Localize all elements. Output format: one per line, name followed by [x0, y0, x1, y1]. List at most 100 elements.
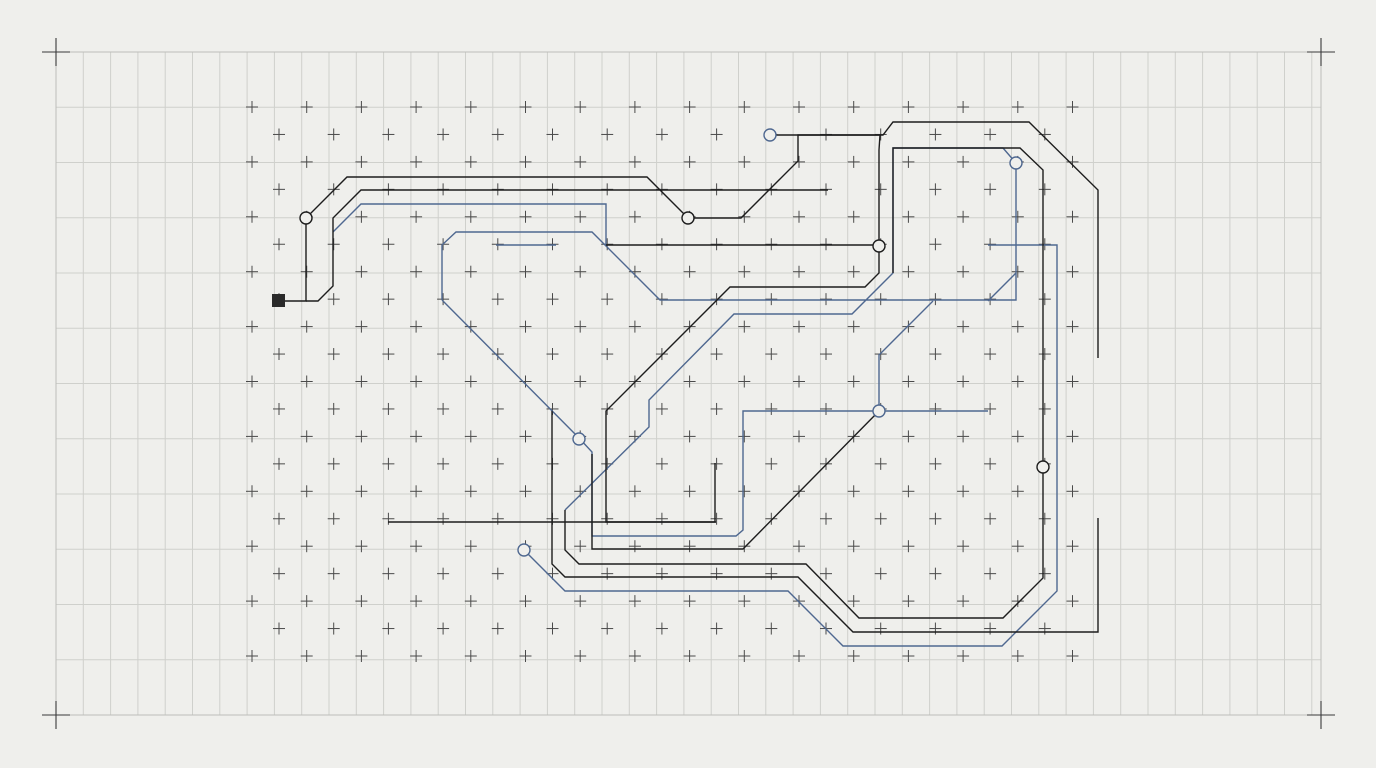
- plus-marker: [246, 101, 258, 113]
- plus-marker: [273, 128, 285, 141]
- plus-marker: [710, 622, 723, 635]
- via-node-icon: [872, 404, 886, 418]
- plus-marker: [957, 210, 970, 223]
- plus-marker: [847, 320, 860, 333]
- plus-marker: [300, 320, 313, 333]
- plus-marker: [984, 512, 997, 525]
- plus-marker: [929, 348, 942, 361]
- plus-marker: [957, 595, 970, 608]
- plus-marker: [300, 101, 313, 113]
- plus-marker: [464, 595, 477, 608]
- plus-marker: [655, 622, 668, 635]
- plus-marker: [765, 512, 778, 525]
- plus-marker: [464, 540, 477, 553]
- plus-marker: [437, 402, 450, 415]
- plus-marker: [628, 320, 641, 333]
- plus-marker: [437, 348, 450, 361]
- plus-marker: [1038, 567, 1051, 580]
- plus-marker: [957, 320, 970, 333]
- plus-marker: [1011, 265, 1024, 278]
- plus-marker: [1066, 430, 1079, 443]
- plus-marker: [382, 402, 395, 415]
- plus-marker: [382, 622, 395, 635]
- plus-marker: [519, 375, 532, 388]
- corner-mark: [42, 38, 70, 66]
- plus-marker: [710, 402, 723, 415]
- via-node-icon: [299, 211, 313, 225]
- plus-marker: [1011, 210, 1024, 223]
- plus-marker: [1038, 293, 1051, 306]
- plus-marker: [327, 512, 340, 525]
- plus-marker: [1011, 540, 1024, 553]
- plus-marker: [984, 457, 997, 470]
- plus-marker: [847, 265, 860, 278]
- plus-marker: [300, 595, 313, 608]
- black-traces: [285, 121, 1099, 633]
- plus-marker: [1066, 595, 1079, 608]
- plus-marker: [655, 512, 668, 525]
- corner-mark: [1307, 701, 1335, 729]
- plus-marker: [382, 512, 395, 525]
- plus-marker: [929, 402, 942, 415]
- plus-marker: [574, 650, 587, 662]
- plus-marker: [519, 485, 532, 498]
- plus-marker: [957, 540, 970, 553]
- plus-marker: [929, 293, 942, 306]
- plus-marker: [491, 293, 504, 306]
- plus-marker: [382, 567, 395, 580]
- plus-marker: [246, 595, 258, 608]
- plus-marker: [574, 375, 587, 388]
- plus-marker: [793, 375, 805, 388]
- plus-marker: [464, 485, 477, 498]
- plus-marker: [1011, 320, 1024, 333]
- plus-marker: [246, 155, 258, 168]
- plus-marker: [957, 650, 970, 662]
- plus-marker: [273, 402, 285, 415]
- plus-marker: [574, 155, 587, 168]
- plus-marker: [491, 512, 504, 525]
- plus-marker: [437, 457, 450, 470]
- plus-marker: [464, 650, 477, 662]
- plus-marker: [519, 430, 532, 443]
- plus-marker: [410, 595, 423, 608]
- plus-marker: [929, 183, 942, 196]
- plus-marker: [929, 238, 942, 251]
- plus-marker: [1066, 101, 1079, 113]
- plus-marker: [273, 567, 285, 580]
- via-nodes: [299, 128, 1050, 557]
- plus-marker: [655, 238, 668, 251]
- plus-marker: [410, 320, 423, 333]
- plus-marker: [437, 293, 450, 306]
- plus-marker: [574, 540, 587, 553]
- plus-marker: [601, 238, 614, 251]
- plus-marker: [738, 595, 751, 608]
- plus-marker: [519, 320, 532, 333]
- plus-marker: [327, 567, 340, 580]
- plus-marker: [765, 457, 778, 470]
- plus-marker: [382, 238, 395, 251]
- plus-marker: [628, 485, 641, 498]
- plus-marker: [327, 622, 340, 635]
- plus-marker: [1038, 238, 1051, 251]
- plus-marker: [300, 540, 313, 553]
- plus-marker: [464, 430, 477, 443]
- plus-marker: [683, 650, 696, 662]
- plus-marker: [929, 567, 942, 580]
- plus-marker: [738, 265, 751, 278]
- blue-trace: [987, 272, 1017, 302]
- corner-registration-marks: [42, 38, 1335, 729]
- plus-marker: [355, 320, 368, 333]
- plus-marker: [765, 293, 778, 306]
- plus-marker: [1011, 375, 1024, 388]
- plus-marker: [491, 622, 504, 635]
- via-node-icon: [517, 543, 531, 557]
- plus-marker: [410, 485, 423, 498]
- plus-marker: [738, 320, 751, 333]
- plus-marker: [327, 457, 340, 470]
- plus-marker: [874, 457, 887, 470]
- plus-marker: [327, 402, 340, 415]
- plus-marker: [601, 622, 614, 635]
- plus-marker: [710, 238, 723, 251]
- plus-marker: [847, 375, 860, 388]
